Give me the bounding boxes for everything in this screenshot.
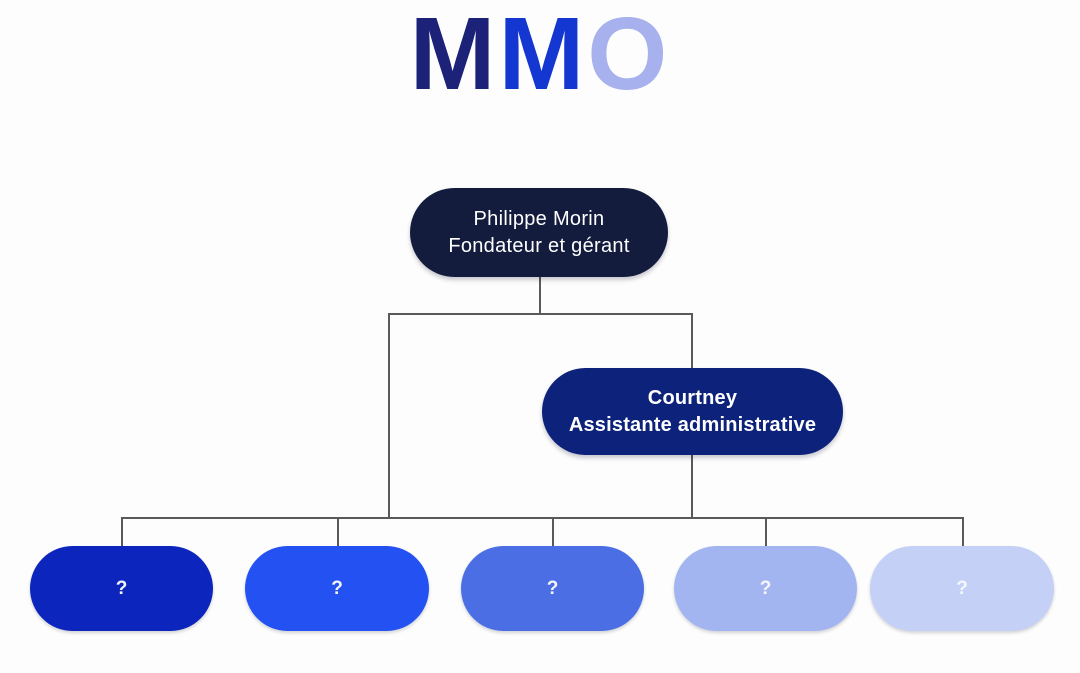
logo-letter-m1: M	[409, 0, 499, 111]
org-node-unknown-2: ?	[245, 546, 429, 631]
mmo-logo: MMO	[0, 0, 1080, 108]
connector-stub-5	[962, 517, 964, 547]
connector-root-down	[539, 277, 541, 314]
org-node-unknown-3: ?	[461, 546, 644, 631]
connector-left-vertical	[388, 313, 390, 518]
logo-letter-o: O	[587, 0, 671, 111]
connector-stub-2	[337, 517, 339, 547]
unknown-node-label: ?	[331, 577, 343, 599]
logo-letter-m2: M	[498, 0, 588, 111]
org-node-founder: Philippe Morin Fondateur et gérant	[410, 188, 668, 277]
connector-stub-3	[552, 517, 554, 547]
connector-stub-4	[765, 517, 767, 547]
connector-stub-1	[121, 517, 123, 547]
org-node-unknown-1: ?	[30, 546, 213, 631]
assistant-name: Courtney	[647, 386, 738, 409]
unknown-node-label: ?	[546, 577, 559, 599]
org-node-assistant: Courtney Assistante administrative	[542, 368, 843, 455]
assistant-title: Assistante administrative	[568, 413, 817, 436]
founder-name: Philippe Morin	[473, 207, 605, 230]
connector-top-horizontal	[388, 313, 692, 315]
founder-title: Fondateur et gérant	[448, 234, 630, 257]
connector-bottom-horizontal	[121, 517, 963, 519]
unknown-node-label: ?	[115, 577, 128, 599]
unknown-node-label: ?	[956, 577, 968, 599]
unknown-node-label: ?	[759, 577, 772, 599]
org-node-unknown-5: ?	[870, 546, 1054, 631]
org-node-unknown-4: ?	[674, 546, 857, 631]
